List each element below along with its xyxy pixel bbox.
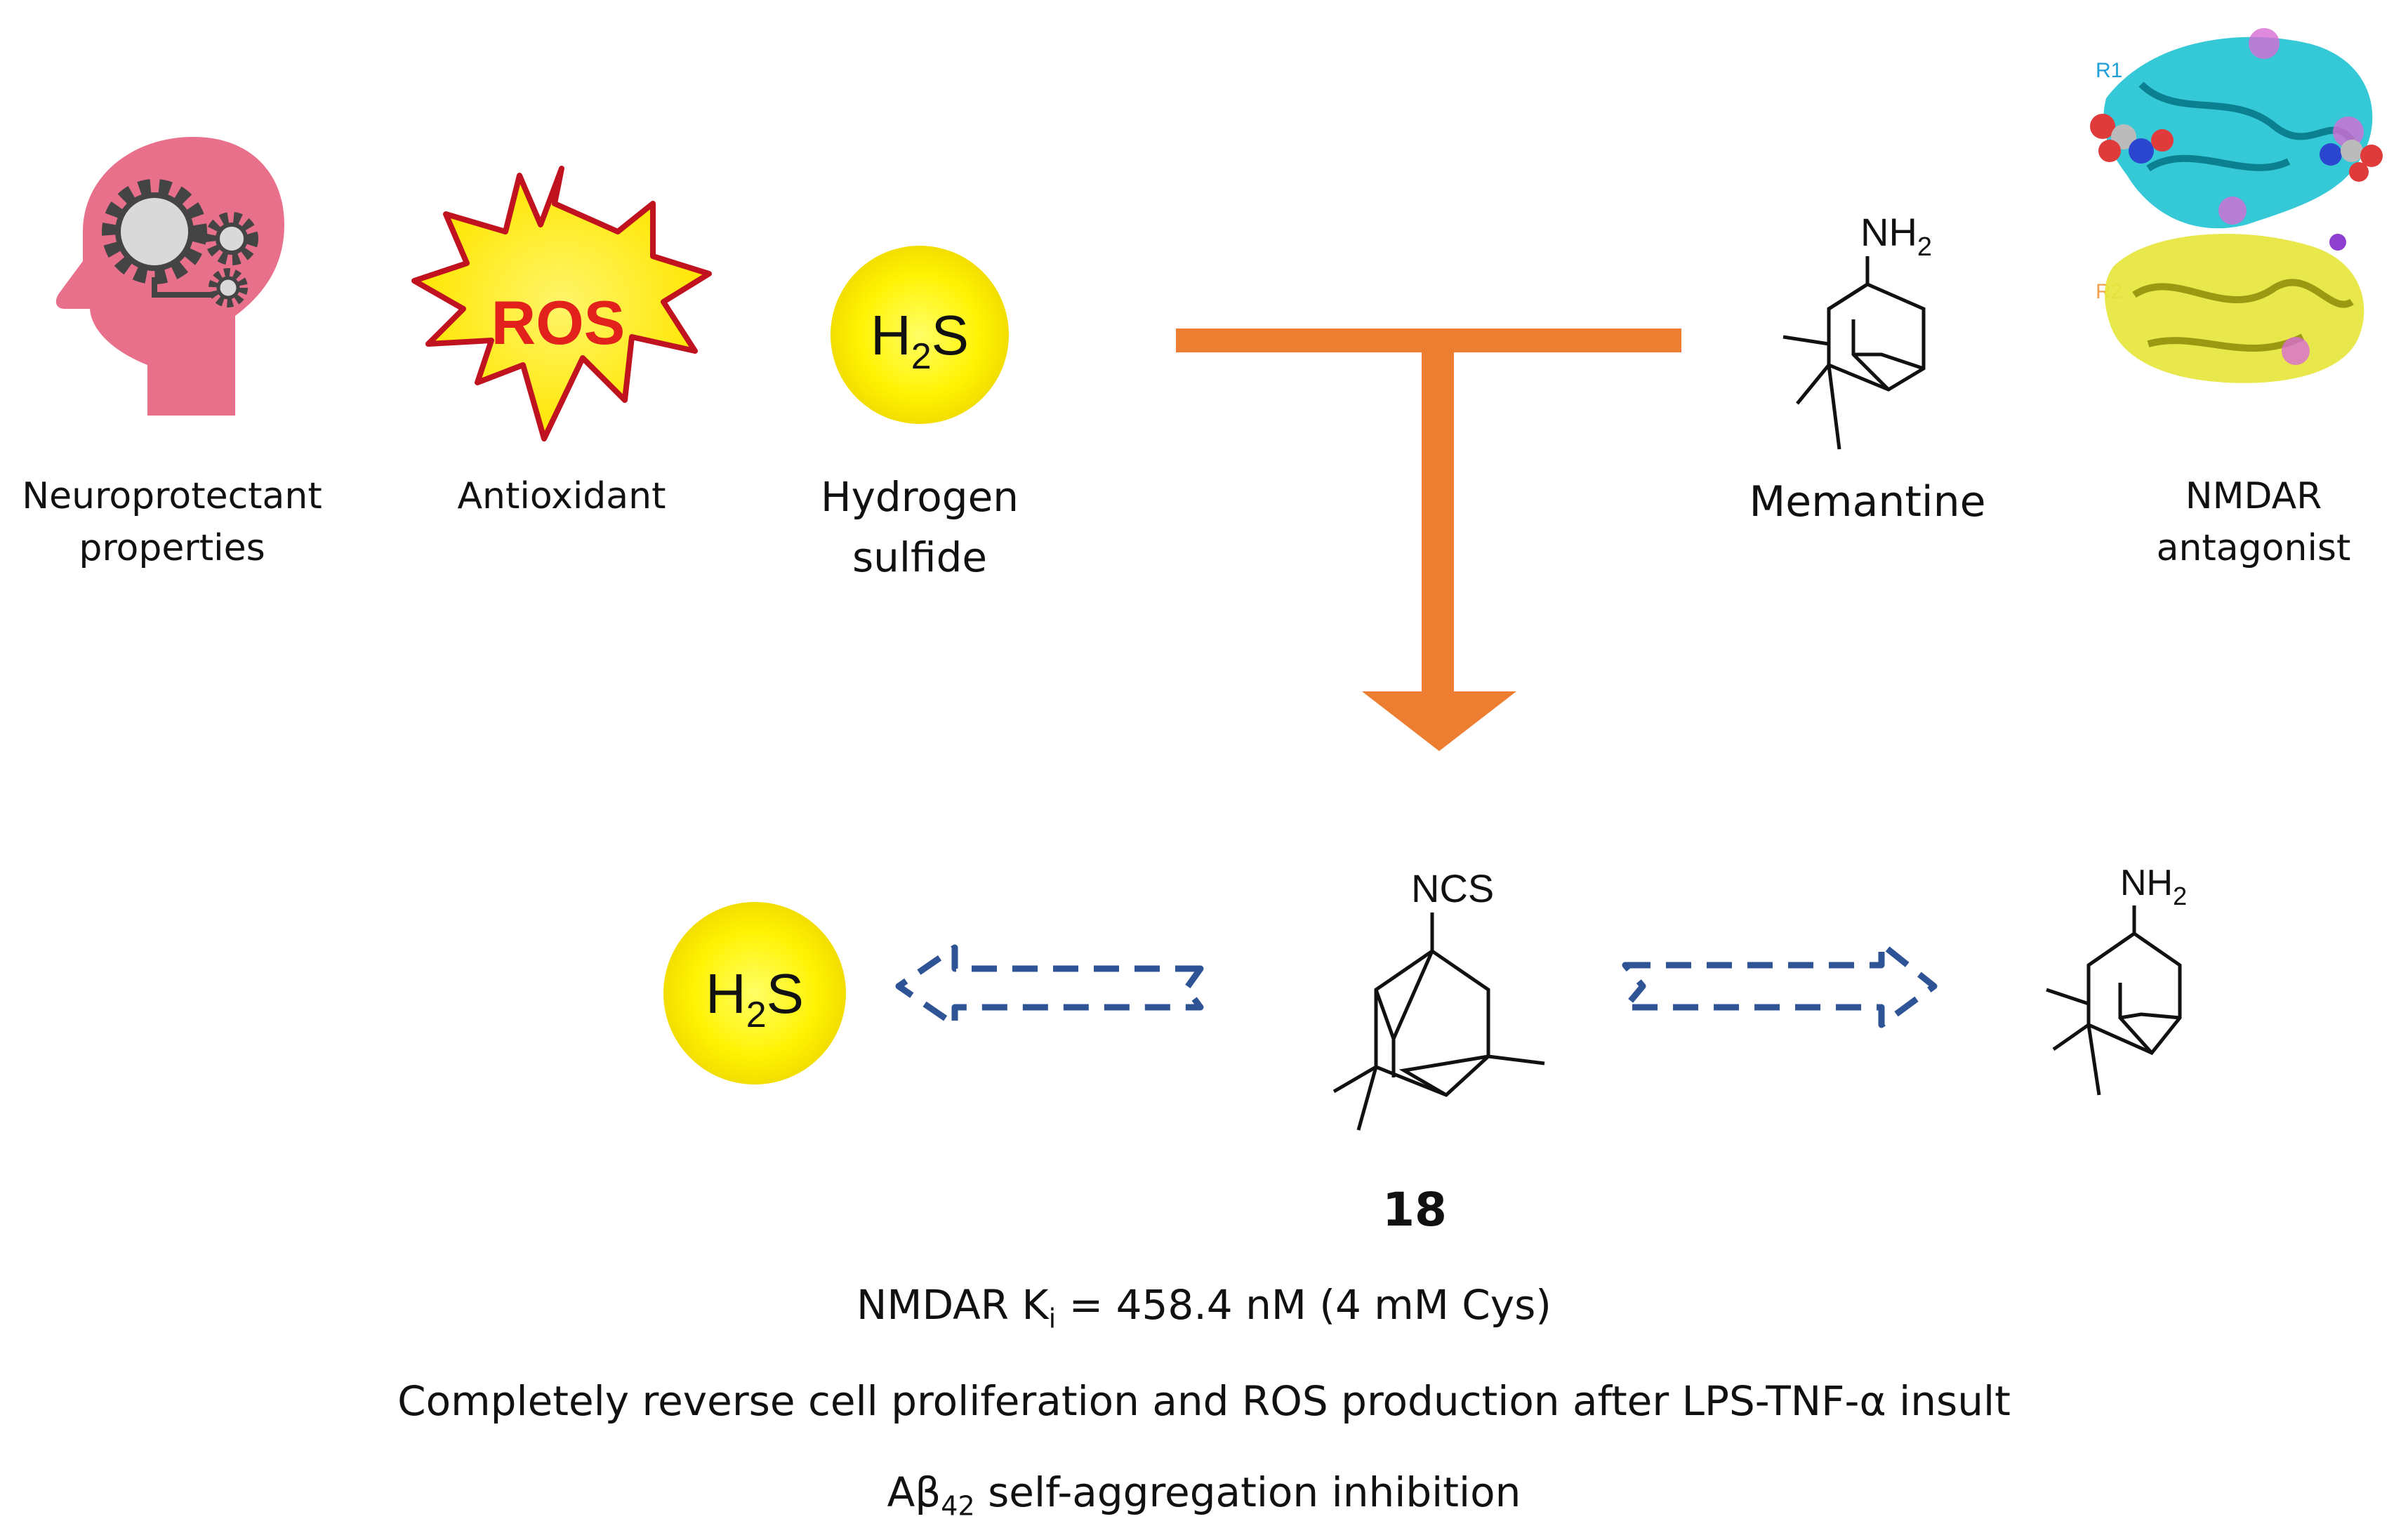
antioxidant-text: Antioxidant [457,475,666,517]
memantine-structure-top: NH2 [1782,210,1932,450]
h2s-bottom-s: S [767,962,804,1025]
neuroprotectant-line2: properties [79,527,265,569]
ki-value: = 458.4 nM (4 mM Cys) [1056,1281,1552,1329]
memantine-top-nh2: NH2 [1860,210,1932,262]
gear-tiny-icon [209,268,248,307]
svg-text:H2S: H2S [871,304,969,377]
ki-prefix: NMDAR K [856,1281,1049,1329]
dashed-arrow-left [895,944,1204,1028]
h2s-top-s: S [932,304,969,366]
nmdar-line1: NMDAR [2185,475,2322,517]
compound-number: 18 [1382,1183,1447,1237]
h2s-bottom-sub: 2 [746,995,767,1035]
h2s-ball-top-icon: H2S [831,246,1009,424]
ki-sub: i [1048,1303,1057,1334]
compound-abeta-line: Aβ42 self-aggregation inhibition [0,1468,2408,1522]
svg-text:H2S: H2S [706,962,804,1035]
orange-combination-arrow [1176,328,1681,751]
abeta-sub: 42 [941,1490,975,1522]
ros-starburst-icon: ROS [411,166,712,442]
neuroprotectant-line1: Neuroprotectant [22,475,322,517]
nmdar-antagonist-label: NMDAR antagonist [2113,470,2394,574]
protein-r1-label: R1 [2096,59,2122,82]
neuroprotectant-label: Neuroprotectant properties [14,470,330,574]
abeta-prefix: Aβ [887,1468,941,1516]
memantine-bottom-nh2: NH2 [2120,863,2187,910]
compound-activity-line: Completely reverse cell proliferation an… [397,1377,2011,1425]
nmdar-protein-illustration: R1 R2 [2090,28,2383,383]
hydrogen-line1: Hydrogen [820,473,1019,521]
memantine-label: Memantine [1727,476,2008,528]
dashed-arrow-right [1622,941,1938,1028]
nmdar-line2: antagonist [2156,527,2351,569]
h2s-bottom-h: H [706,962,746,1025]
memantine-structure-bottom: NH2 [2046,863,2187,1096]
ligand-left-icon [2090,114,2174,164]
ligand-right-icon [2320,140,2383,182]
compound-ki: NMDAR Ki = 458.4 nM (4 mM Cys) [0,1281,2408,1334]
compound-18-ncs: NCS [1411,866,1494,910]
abeta-suffix: self-aggregation inhibition [974,1468,1521,1516]
h2s-top-h: H [871,304,911,366]
antioxidant-label: Antioxidant [421,470,702,522]
memantine-text: Memantine [1749,477,1986,526]
hydrogen-sulfide-label: Hydrogen sulfide [779,467,1060,588]
hydrogen-line2: sulfide [852,533,988,581]
neuroprotectant-head-icon [55,137,285,416]
h2s-ball-bottom-icon: H2S [663,902,846,1084]
ros-label: ROS [491,288,626,357]
compound-18-structure: NCS [1332,866,1545,1131]
h2s-top-sub: 2 [911,336,932,377]
